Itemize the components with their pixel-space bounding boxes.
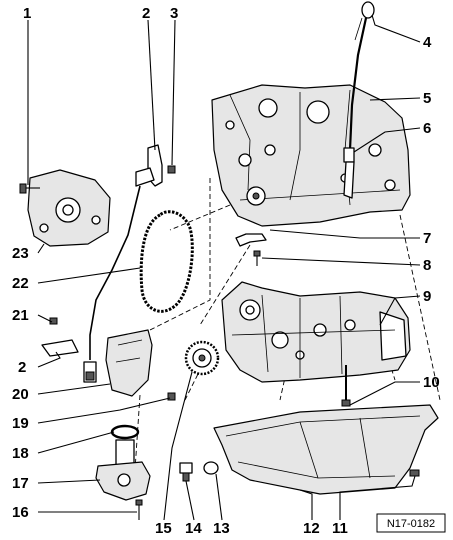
drain-plug	[179, 462, 193, 482]
callout-1: 1	[23, 5, 31, 22]
sensor-bracket	[41, 144, 176, 383]
dipstick-guide-tube	[343, 147, 355, 199]
cylinder-block	[211, 84, 411, 227]
bracket	[235, 233, 267, 247]
reference-box: N17-0182	[376, 513, 446, 533]
callout-23: 23	[12, 245, 29, 262]
callout-19: 19	[12, 415, 29, 432]
callout-10: 10	[423, 374, 440, 391]
bolt-1	[19, 183, 40, 194]
callout-3: 3	[170, 5, 178, 22]
oil-pump-balance-shaft-module	[221, 281, 411, 407]
callout-20: 20	[12, 386, 29, 403]
callout-22: 22	[12, 275, 29, 292]
callout-2: 2	[142, 5, 150, 22]
callout-18: 18	[12, 445, 29, 462]
reference-code: N17-0182	[387, 518, 435, 530]
callout-13: 13	[213, 520, 230, 537]
callout-7: 7	[423, 230, 431, 247]
o-ring	[110, 424, 140, 440]
callout-4: 4	[423, 34, 432, 51]
oil-level-sensor	[95, 439, 151, 501]
callout-9: 9	[423, 288, 431, 305]
chain-sprocket	[184, 340, 220, 376]
callout-11: 11	[332, 520, 348, 537]
callout-2-lower: 2	[18, 359, 26, 376]
callout-14: 14	[185, 520, 202, 537]
callout-21: 21	[12, 307, 29, 324]
callout-17: 17	[12, 475, 29, 492]
bolt-16	[135, 499, 143, 520]
bolt-8	[253, 250, 261, 266]
seal-ring	[203, 461, 219, 475]
timing-chain	[139, 210, 194, 313]
callout-12: 12	[303, 520, 320, 537]
front-cover	[27, 169, 111, 247]
callout-16: 16	[12, 504, 29, 521]
leader-lines	[27, 14, 421, 521]
oil-sump	[213, 404, 439, 495]
callout-5: 5	[423, 90, 431, 107]
callout-numbers: 1 2 3 4 5 6 7 8 9 10 11 12 13 14 15 16 1…	[12, 5, 440, 537]
chain-tensioner	[105, 329, 176, 401]
callout-8: 8	[423, 257, 431, 274]
callout-6: 6	[423, 120, 431, 137]
callout-15: 15	[155, 520, 172, 537]
